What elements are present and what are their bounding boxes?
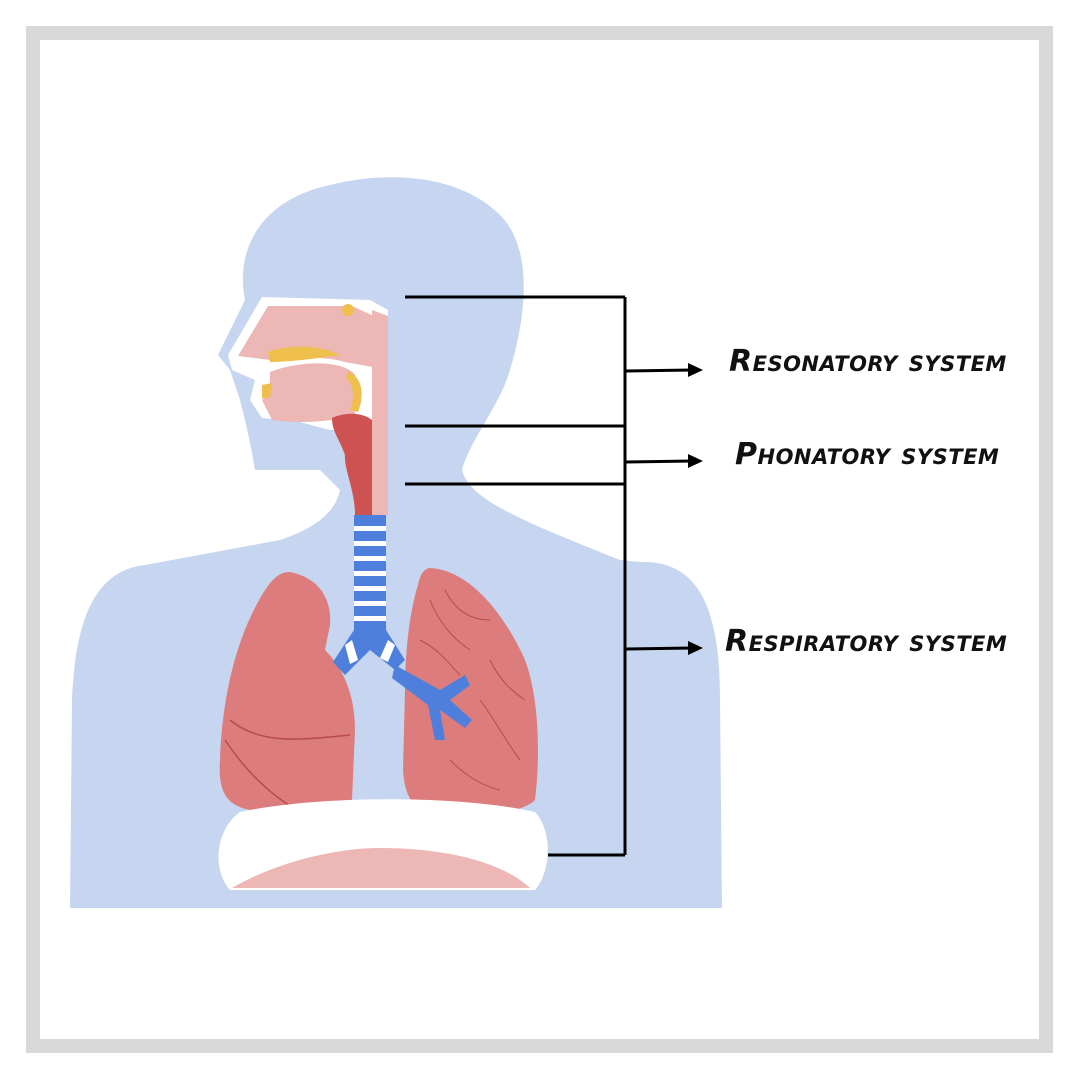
label-resonatory-system: Resonatory system xyxy=(729,347,1007,377)
upper-bone xyxy=(342,304,354,316)
arrow-phonatory xyxy=(688,454,703,468)
label-respiratory-system: Respiratory system xyxy=(725,627,1007,657)
label-phonatory-system: Phonatory system xyxy=(735,440,999,470)
pharynx xyxy=(372,310,388,515)
arrow-resonatory xyxy=(688,363,703,377)
oral-cavity xyxy=(262,363,355,422)
trachea xyxy=(354,515,386,635)
